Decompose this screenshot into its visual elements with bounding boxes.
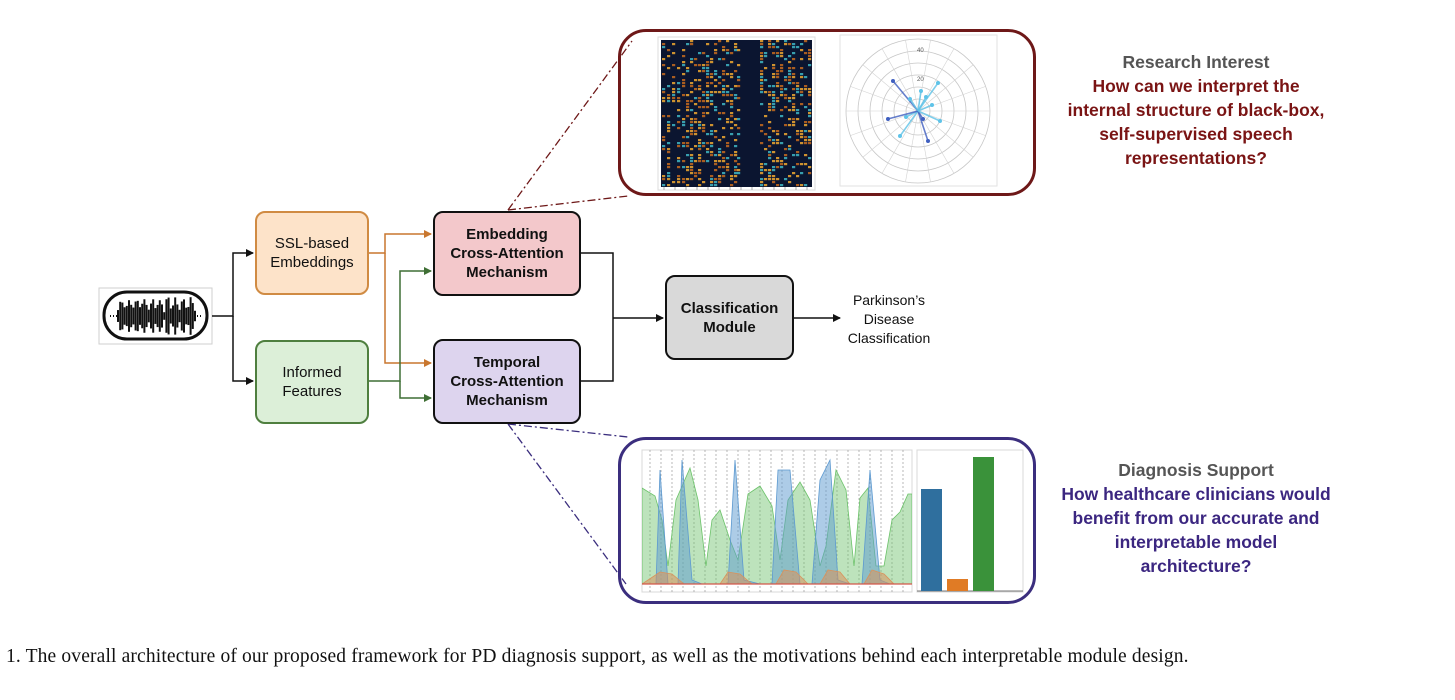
bar-blue (921, 489, 942, 591)
informed-connectors (369, 267, 432, 402)
embedding-cross-attention-block: Embedding Cross-Attention Mechanism (433, 211, 581, 296)
diagnosis-support-text: Diagnosis Support How healthcare clinici… (1045, 458, 1347, 578)
waveform-icon (98, 287, 213, 345)
embedding-heatmap (657, 36, 816, 191)
classification-module-block: Classification Module (665, 275, 794, 360)
bar-orange (947, 579, 968, 591)
polar-tick-label: 40 (917, 48, 924, 54)
research-interest-title: Research Interest (1122, 52, 1270, 72)
ssl-connectors (369, 230, 432, 367)
output-label: Parkinson’s Disease Classification (847, 292, 931, 346)
polar-plot: 40 20 (839, 34, 998, 187)
input-connectors (212, 249, 254, 385)
attention-connectors (581, 252, 841, 382)
research-interest-question: How can we interpret the internal struct… (1067, 76, 1325, 168)
prediction-bar-plot (916, 449, 1024, 593)
diagnosis-support-title: Diagnosis Support (1118, 460, 1274, 480)
diagnosis-support-question: How healthcare clinicians would benefit … (1061, 484, 1331, 576)
polar-tick-label: 20 (917, 77, 924, 83)
callout-lines (507, 40, 633, 585)
temporal-attention-plot (641, 449, 913, 593)
figure-caption: 1. The overall architecture of our propo… (6, 646, 1189, 667)
research-interest-panel (618, 29, 1036, 196)
research-interest-text: Research Interest How can we interpret t… (1045, 50, 1347, 170)
bar-green (973, 457, 994, 591)
architecture-diagram: 40 20 (98, 34, 1024, 593)
informed-features-block: Informed Features (255, 340, 369, 424)
temporal-cross-attention-block: Temporal Cross-Attention Mechanism (433, 339, 581, 424)
diagnosis-support-panel (618, 437, 1036, 604)
ssl-embeddings-block: SSL-based Embeddings (255, 211, 369, 295)
